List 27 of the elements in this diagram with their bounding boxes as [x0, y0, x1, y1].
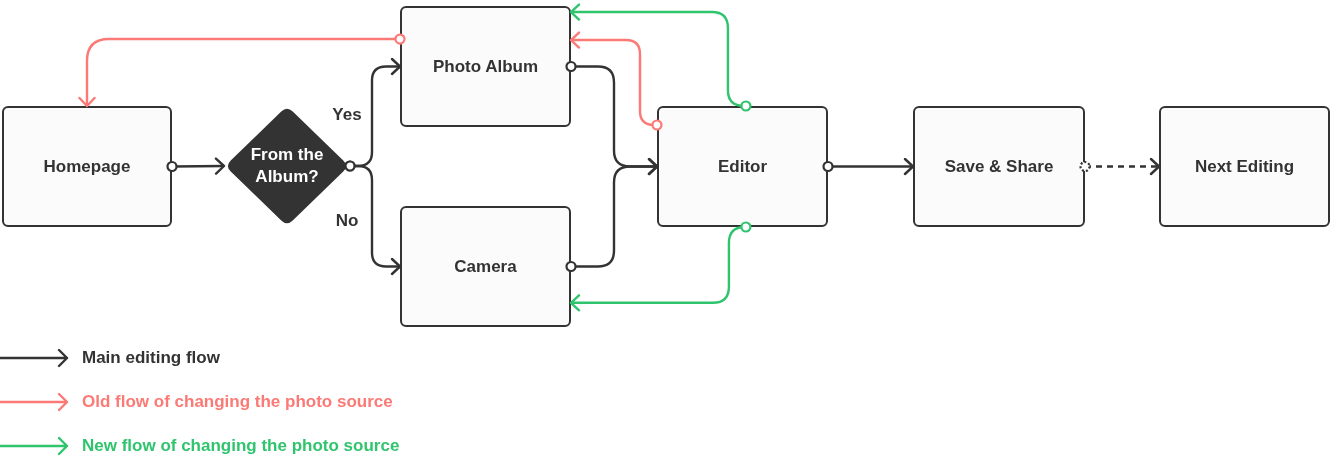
arrow: [565, 157, 659, 273]
node-label: Next Editing: [1194, 155, 1295, 178]
node-label: Photo Album: [432, 55, 539, 78]
arrow: [344, 160, 402, 276]
legend-label: Main editing flow: [82, 347, 220, 369]
node-label: From the Album?: [249, 144, 325, 188]
node-label: Camera: [454, 255, 517, 278]
node-label: Homepage: [43, 155, 131, 178]
arrow: [822, 157, 915, 176]
arrow: [569, 31, 663, 131]
arrow: [78, 33, 406, 108]
process-box: [2, 106, 172, 227]
process-box: [400, 6, 571, 127]
dashed-arrow: [1079, 157, 1161, 176]
edge-label: No: [334, 210, 360, 232]
process-box: [913, 106, 1085, 227]
process-box: [1159, 106, 1330, 227]
arrow: [569, 3, 752, 112]
arrow: [569, 221, 752, 312]
legend-label: New flow of changing the photo source: [82, 435, 400, 457]
arrow: [166, 157, 226, 175]
node-label: Save & Share: [944, 155, 1054, 178]
process-box: [400, 206, 571, 327]
legend-label: Old flow of changing the photo source: [82, 391, 393, 413]
edge-label: Yes: [331, 104, 363, 126]
process-box: [657, 106, 828, 227]
node-label: Editor: [717, 155, 768, 178]
